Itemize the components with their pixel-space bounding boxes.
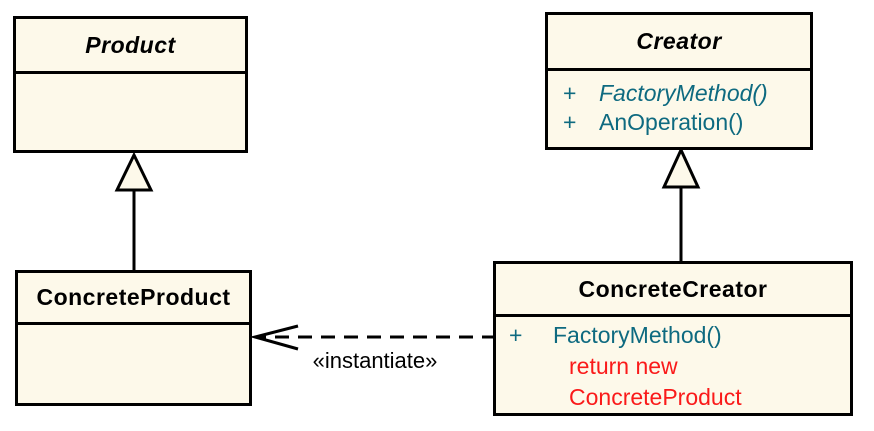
class-title-concrete-creator: ConcreteCreator	[496, 264, 850, 317]
class-body-concrete-creator: + FactoryMethod() return new ConcretePro…	[496, 317, 850, 413]
open-arrowhead-icon	[249, 324, 299, 351]
generalization-triangle-icon	[661, 146, 701, 189]
class-body-concrete-product	[18, 325, 249, 403]
visibility-plus: +	[563, 109, 577, 135]
method-label: FactoryMethod()	[599, 80, 768, 106]
class-title-creator: Creator	[548, 15, 810, 71]
visibility-plus: +	[509, 322, 523, 348]
class-box-creator: Creator + FactoryMethod() + AnOperation(…	[545, 12, 813, 150]
method-label: FactoryMethod()	[553, 322, 722, 348]
method-anoperation: + AnOperation()	[548, 108, 810, 137]
pseudocode-return-new: return new	[569, 353, 678, 379]
method-label: AnOperation()	[599, 109, 744, 135]
method-factorymethod-concrete: + FactoryMethod()	[496, 319, 850, 351]
visibility-plus: +	[563, 80, 577, 106]
generalization-triangle-icon	[114, 151, 154, 192]
class-body-product	[16, 74, 245, 150]
class-title-product: Product	[16, 19, 245, 74]
class-box-product: Product	[13, 16, 248, 153]
class-body-creator: + FactoryMethod() + AnOperation()	[548, 71, 810, 147]
class-box-concrete-creator: ConcreteCreator + FactoryMethod() return…	[493, 261, 853, 416]
method-factorymethod-abstract: + FactoryMethod()	[548, 79, 810, 108]
instantiate-label: «instantiate»	[312, 348, 438, 373]
pseudocode-concrete-product: ConcreteProduct	[569, 384, 742, 410]
class-box-concrete-product: ConcreteProduct	[15, 270, 252, 406]
class-title-concrete-product: ConcreteProduct	[18, 273, 249, 325]
